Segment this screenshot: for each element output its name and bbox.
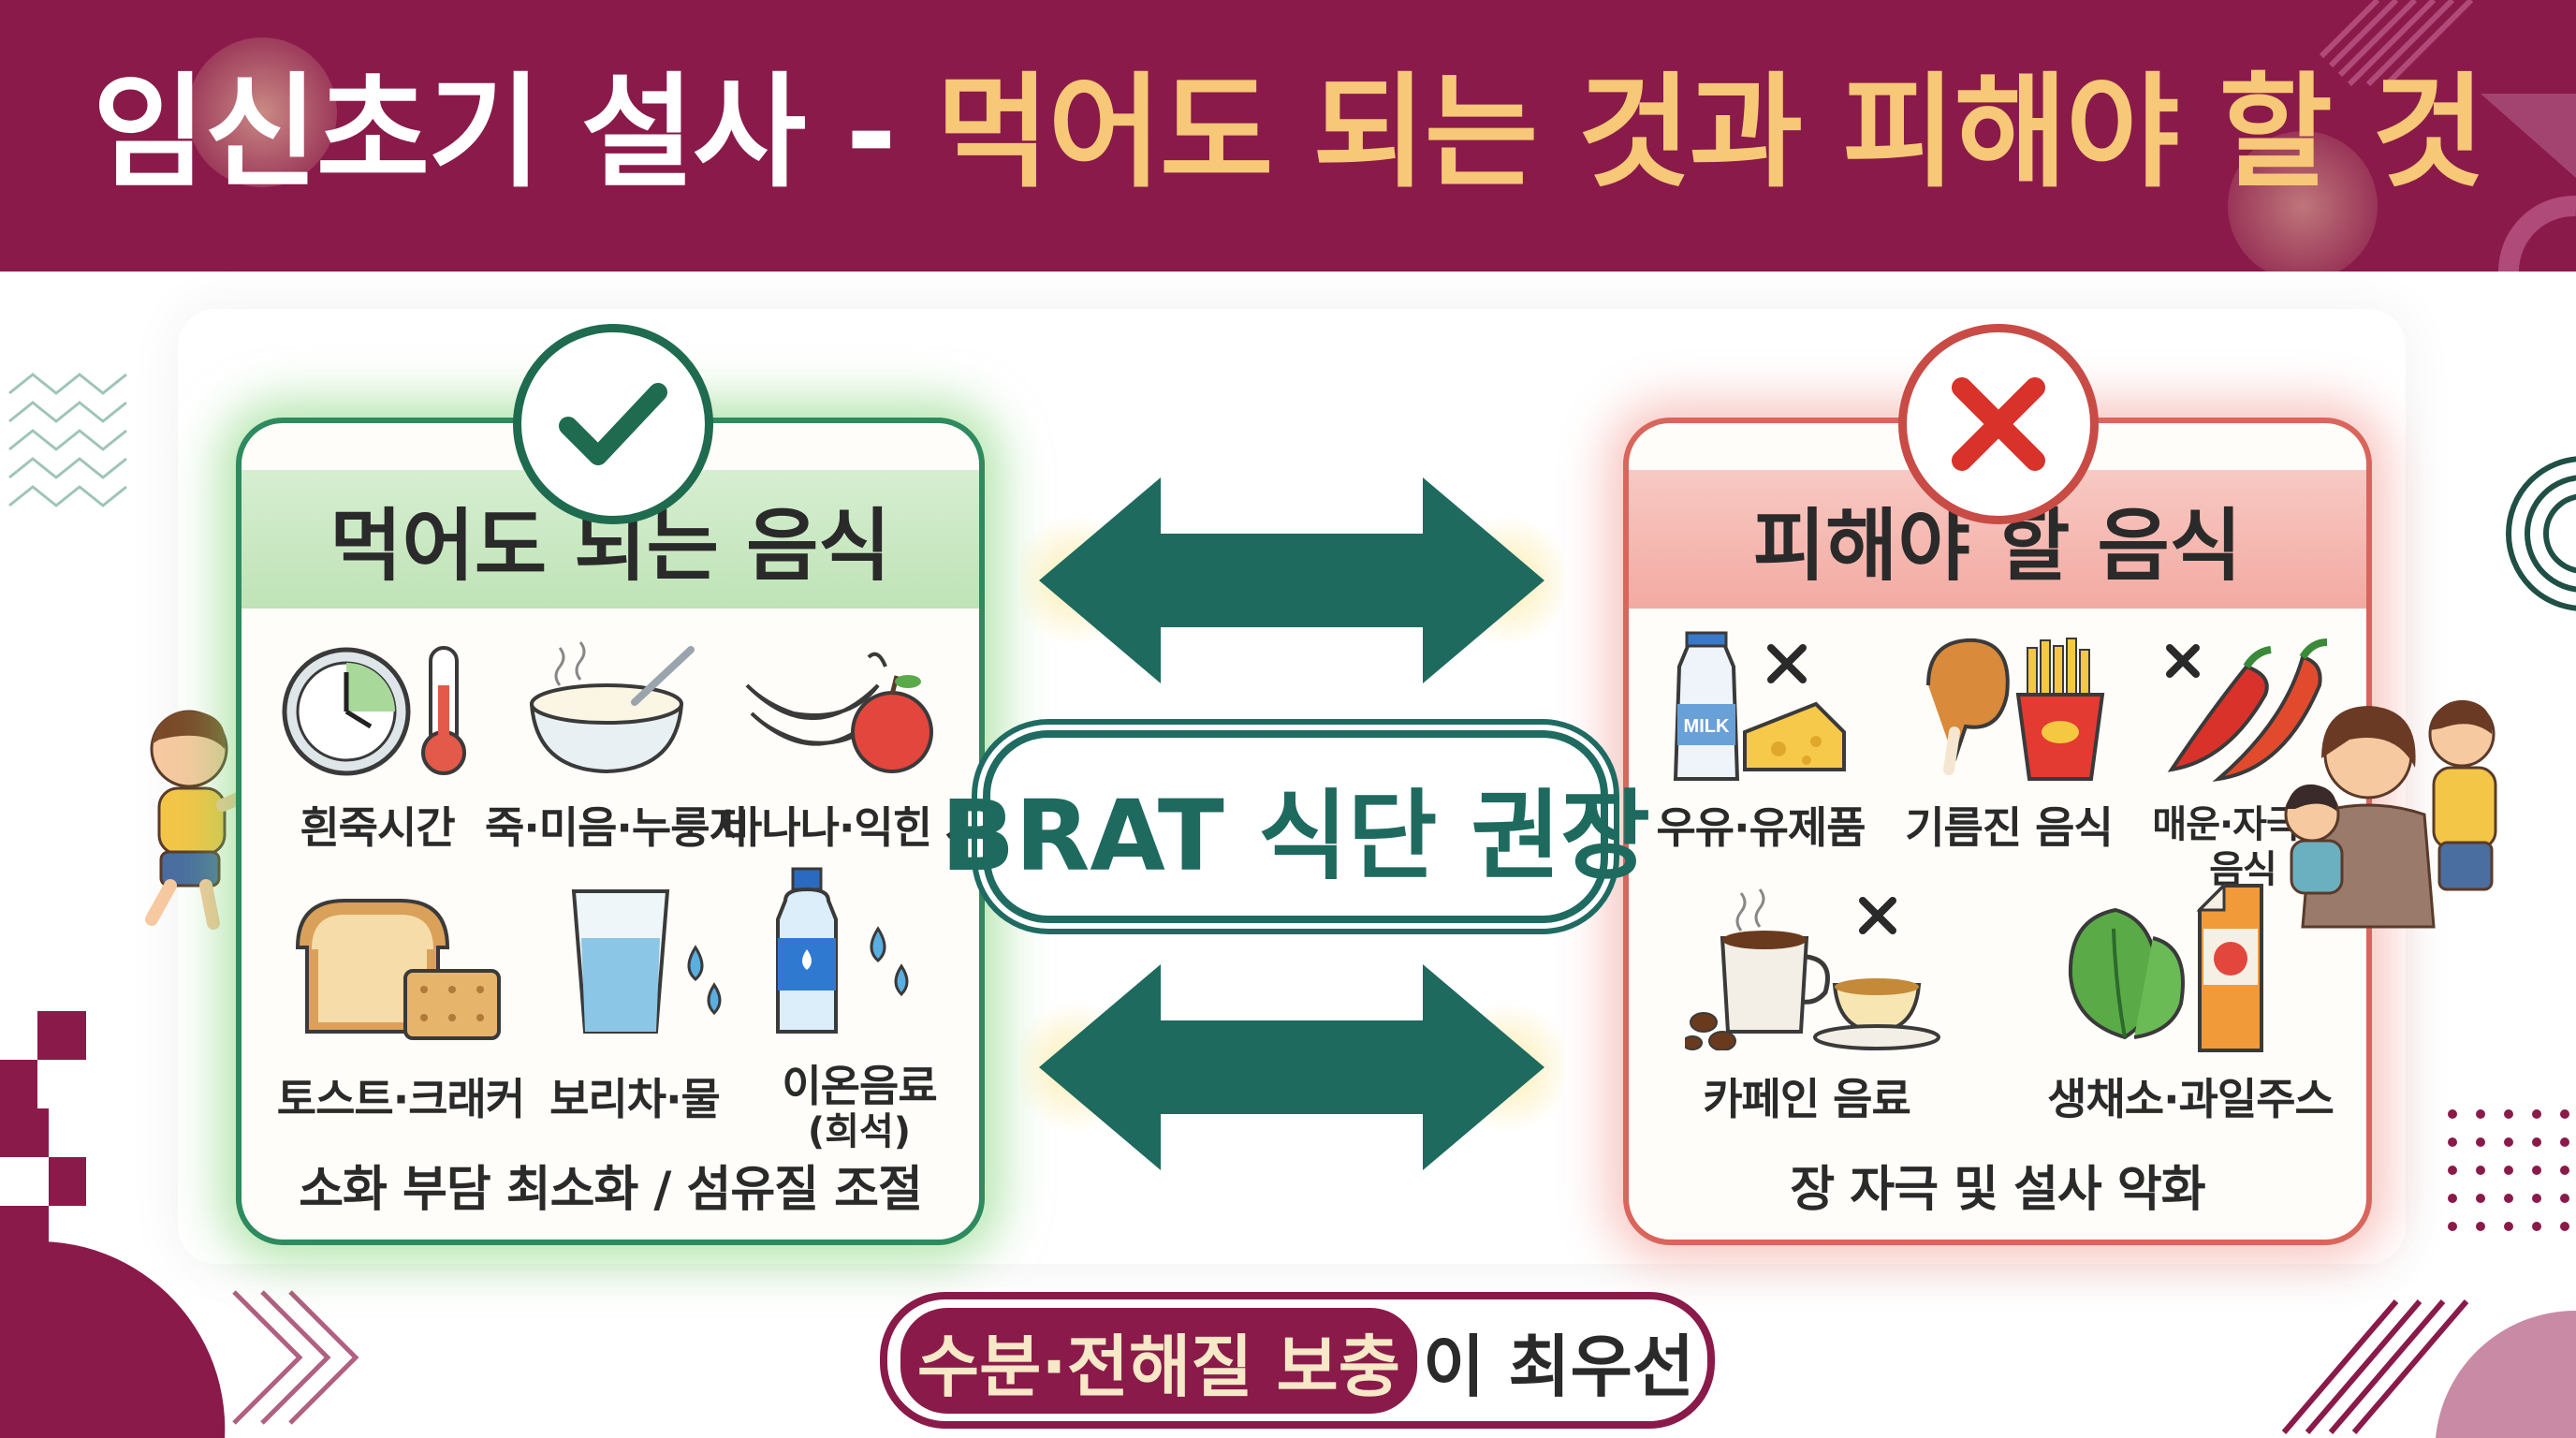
chili-pepper-icon	[2166, 638, 2328, 782]
good-food-panel: 먹어도 되는 음식 흰죽시간 죽·미음·누룽지 바나나·익힌 사과	[236, 418, 1024, 1245]
chevron-outline-decoration-icon	[232, 1290, 359, 1425]
glow-decoration	[187, 37, 337, 187]
chevron-pattern-icon	[8, 373, 127, 507]
good-item-label: 흰죽시간	[300, 802, 455, 853]
title-white-part: 임신초기 설사 -	[92, 61, 937, 205]
good-badge	[513, 324, 713, 524]
bad-item-label: 생채소·과일주스	[2047, 1074, 2334, 1124]
double-arrow-icon	[1020, 477, 1563, 683]
bad-food-panel: 피해야 할 음식 MILK 우유·유제품 기름진 음식 매운·자극적 음식	[1623, 418, 2372, 1245]
bad-item-label: 우유·유제품	[1656, 802, 1866, 853]
header-banner: 임신초기 설사 - 먹어도 되는 것과 피해야 할 것	[0, 0, 2576, 271]
title-yellow-part: 먹어도 되는 것과 피해야 할 것	[936, 61, 2485, 205]
good-item-label: 이온음료	[782, 1061, 937, 1111]
milk-cheese-icon: MILK	[1673, 631, 1846, 781]
good-item-label: 바나나·익힌 사과	[723, 802, 1024, 853]
bad-item-label: 카페인 음료	[1703, 1074, 1911, 1124]
water-glass-icon	[571, 889, 722, 1034]
priority-highlight: 수분·전해질 보충	[900, 1307, 1418, 1414]
header-decoration-icon	[2319, 0, 2576, 271]
pixel-block-decoration-icon	[0, 1011, 226, 1438]
good-item-sublabel: (희석)	[807, 1110, 912, 1153]
mother-children-icon	[2284, 699, 2497, 929]
bad-item-label: 기름진 음식	[1905, 802, 2114, 853]
running-child-icon	[145, 710, 261, 930]
ion-drink-bottle-icon	[776, 867, 909, 1034]
dot-grid-decoration-icon	[2448, 1109, 2569, 1231]
banana-apple-icon	[745, 652, 933, 773]
check-icon	[559, 383, 667, 465]
good-item-label: 보리차·물	[549, 1074, 721, 1124]
glow-decoration	[2228, 131, 2378, 271]
good-panel-footer: 소화 부담 최소화 / 섬유질 조절	[299, 1162, 923, 1218]
milk-text: MILK	[1684, 716, 1730, 737]
coffee-tea-icon	[1685, 888, 1940, 1050]
fried-food-icon	[1926, 638, 2105, 781]
page-title: 임신초기 설사 - 먹어도 되는 것과 피해야 할 것	[0, 58, 2576, 208]
concentric-arc-decoration-icon	[2506, 456, 2576, 611]
bad-badge	[1898, 324, 2099, 524]
bad-panel-footer: 장 자극 및 설사 악화	[1790, 1162, 2205, 1218]
double-arrow-icon	[1020, 964, 1563, 1170]
brat-diet-label: BRAT 식단 권장	[941, 730, 1650, 923]
good-item-label: 토스트·크래커	[276, 1074, 525, 1124]
porridge-bowl-icon	[529, 641, 695, 774]
toast-cracker-icon	[295, 899, 501, 1040]
clock-thermometer-icon	[282, 646, 466, 776]
x-icon	[1952, 377, 2045, 471]
stripe-quarter-decoration-icon	[2281, 1299, 2576, 1438]
vegetable-juice-icon	[2068, 882, 2263, 1052]
good-item-label: 죽·미음·누룽지	[485, 802, 749, 853]
priority-rest-text: 이 최우선	[1423, 1327, 1695, 1406]
